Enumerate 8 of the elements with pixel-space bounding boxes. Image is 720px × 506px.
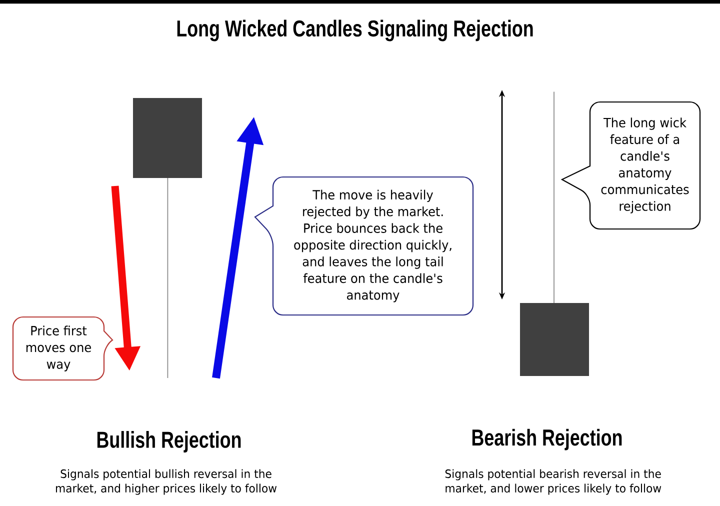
- section-heading: Bullish Rejection: [97, 431, 241, 452]
- speech-bubble: The long wick feature of a candle's anatomy communicates rejection: [561, 101, 701, 230]
- speech-bubble: Price first moves one way: [12, 316, 114, 381]
- description-text: Signals potential bullish reversal in the market, and higher prices likely to follow: [56, 469, 277, 495]
- section-heading: Bearish Rejection: [472, 428, 622, 450]
- title: Long Wicked Candles Signaling Rejection: [177, 20, 533, 42]
- description-text: Signals potential bearish reversal in the market, and lower prices likely to follow: [445, 469, 662, 495]
- speech-bubble: The move is heavily rejected by the market. Price bounces back the opposite direction quickly, and leaves the long tail feature on the candle's anatomy: [254, 176, 474, 316]
